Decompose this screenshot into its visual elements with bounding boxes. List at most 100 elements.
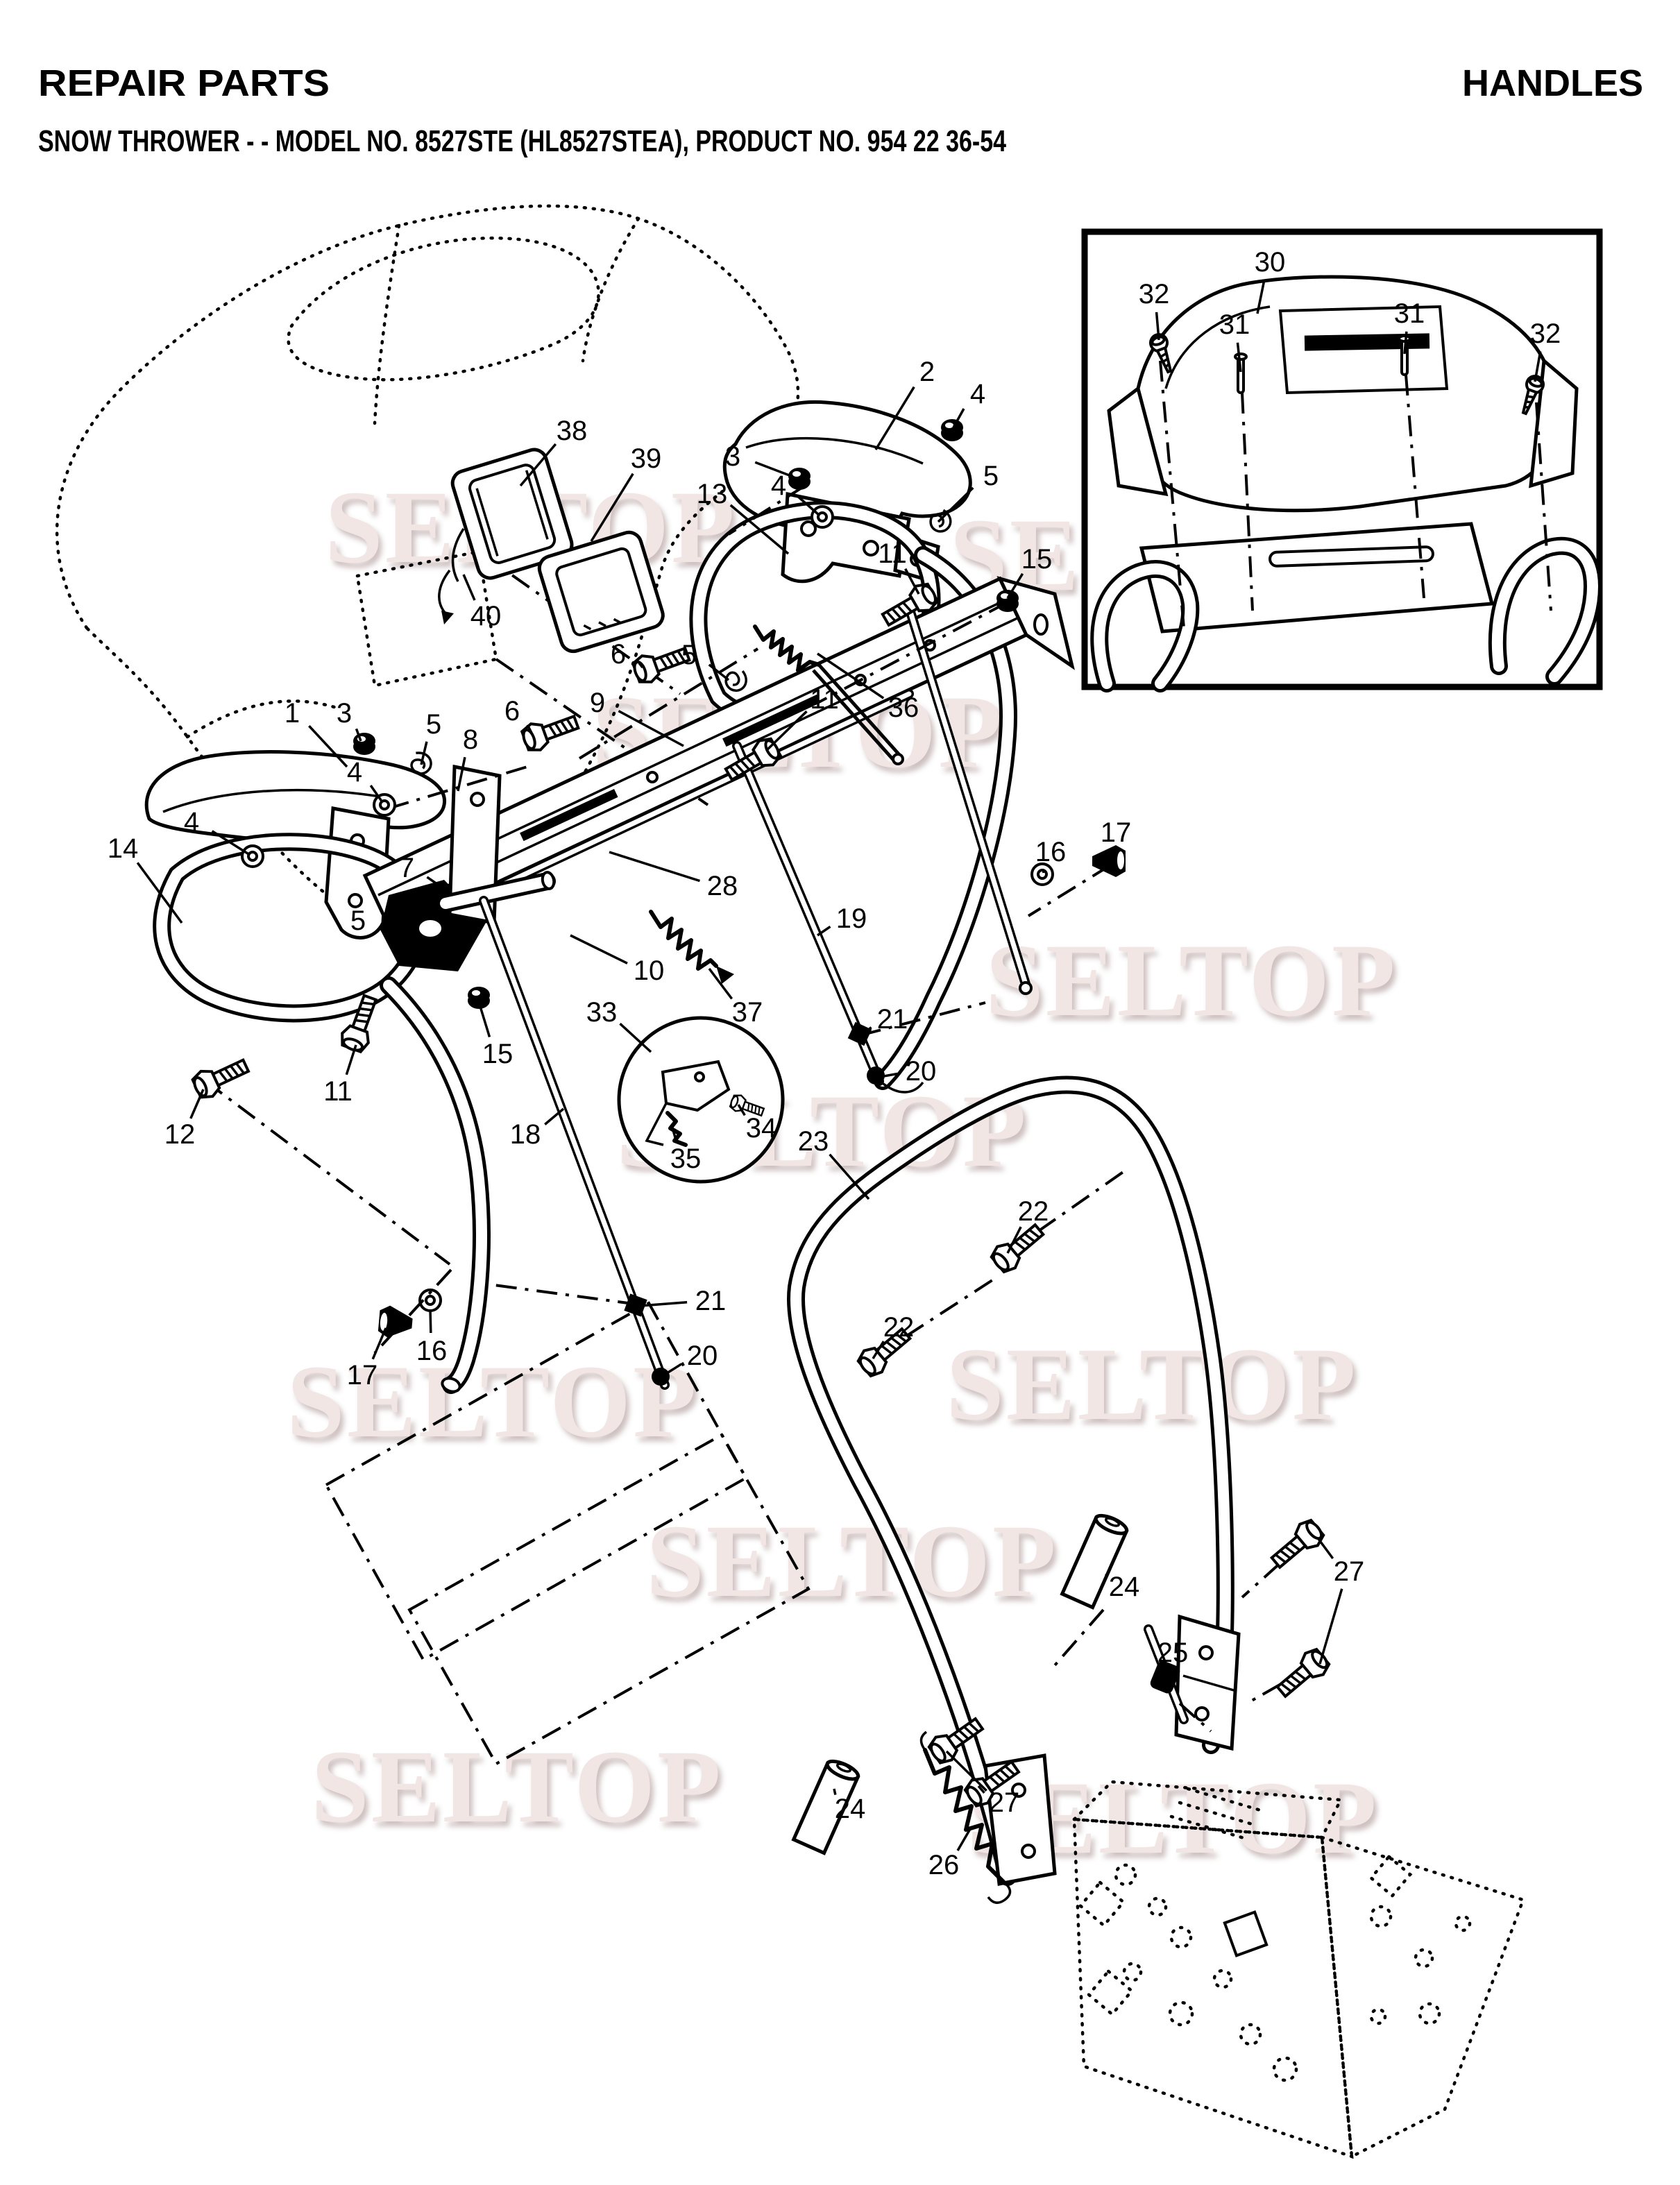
leader-line [1317,1538,1334,1560]
callout-number: 8 [463,724,478,755]
callout-23: 23 [798,1126,870,1200]
callout-40: 40 [462,574,501,631]
detail-circle [617,1016,785,1184]
callout-number: 5 [681,640,697,670]
callout-31: 31 [1394,298,1425,355]
callout-11: 11 [323,1044,357,1107]
lower-handle-group [787,1076,1241,1904]
leader-line [429,1309,432,1334]
callout-number: 21 [695,1286,727,1316]
leader-line [879,1072,898,1078]
leader-line [211,830,251,856]
leader-line [1006,572,1024,599]
callout-4: 4 [347,757,384,804]
callout-17: 17 [1101,817,1131,858]
callout-number: 5 [426,709,441,740]
callout-number: 11 [878,538,907,569]
callout-number: 20 [906,1056,937,1087]
callout-number: 5 [983,461,999,491]
leader-line [639,1301,688,1307]
handle-end-plate-left [983,1753,1057,1886]
callout-1: 1 [285,698,348,768]
headlight-assembly [438,448,665,654]
callout-4: 4 [184,807,251,856]
callout-11: 11 [878,538,920,595]
inset-top-cover [1136,275,1553,513]
leader-line [952,408,965,428]
watermark-text: SELTOP [946,1327,1357,1442]
leader-line [477,1001,491,1038]
callout-number: 31 [1394,298,1425,329]
leader-line [1006,1226,1022,1254]
callout-37: 37 [708,967,763,1028]
callout-36: 36 [817,652,919,723]
leader-line [544,1107,565,1125]
callout-number: 17 [347,1360,378,1391]
callout-16: 16 [416,1309,447,1366]
callout-10: 10 [570,934,665,986]
leader-line [862,1026,872,1035]
callout-number: 1 [285,698,300,729]
leader-line [904,568,920,595]
leader-line [1042,869,1045,874]
leader-line [1318,1588,1343,1665]
callout-number: 28 [707,871,738,901]
callout-number: 16 [1035,837,1067,867]
callout-5: 5 [350,906,400,937]
callout-number: 5 [350,906,366,936]
callout-15: 15 [1006,544,1052,599]
callout-39: 39 [590,443,661,542]
callout-number: 9 [590,688,605,718]
leader-line [977,1785,985,1794]
leader-line [345,1044,357,1076]
page-title: REPAIR PARTS [38,62,330,104]
callout-12: 12 [164,1089,205,1150]
callout-number: 3 [725,441,740,472]
header: REPAIR PARTS HANDLES SNOW THROWER - - MO… [38,62,1643,158]
spring-26 [923,1748,1006,1884]
leader-line [308,724,348,768]
leader-line [462,574,476,601]
leader-line [526,724,534,736]
callout-number: 35 [670,1143,702,1174]
callout-4: 4 [952,379,985,428]
link-bar [812,663,902,763]
callout-number: 22 [1018,1196,1049,1227]
inset-box [1081,228,1603,692]
leader-line [874,386,915,450]
callout-number: 13 [697,479,728,509]
leader-line [618,710,684,747]
leader-line [708,663,730,681]
callout-30: 30 [1255,247,1285,314]
callout-14: 14 [108,833,183,924]
leader-line [956,1828,971,1851]
callout-number: 38 [557,416,588,446]
callout-number: 26 [928,1850,960,1880]
callout-22: 22 [872,1312,914,1359]
callout-38: 38 [519,416,588,487]
headlight-lens [537,530,665,654]
callout-number: 34 [746,1113,777,1143]
leader-line [355,728,362,742]
leader-line [371,1327,387,1360]
leader-line [937,486,974,523]
callout-number: 11 [810,684,839,715]
watermark-text: SELTOP [287,1344,698,1459]
leader-line [619,1022,652,1053]
watermark-text: SELTOP [311,1729,722,1844]
leader-line [670,1125,678,1143]
callout-28: 28 [609,851,738,901]
support-struts [377,607,1126,1340]
callout-number: 20 [687,1341,718,1371]
callout-number: 24 [835,1794,866,1824]
callout-number: 10 [634,955,665,986]
model-subtitle: SNOW THROWER - - MODEL NO. 8527STE (HL85… [38,124,1006,158]
leader-line [1236,342,1242,373]
leader-line [426,876,452,895]
callout-number: 24 [1109,1572,1140,1602]
callout-32: 32 [1530,318,1561,382]
callout-number: 3 [337,698,352,729]
callout-number: 15 [482,1039,514,1069]
